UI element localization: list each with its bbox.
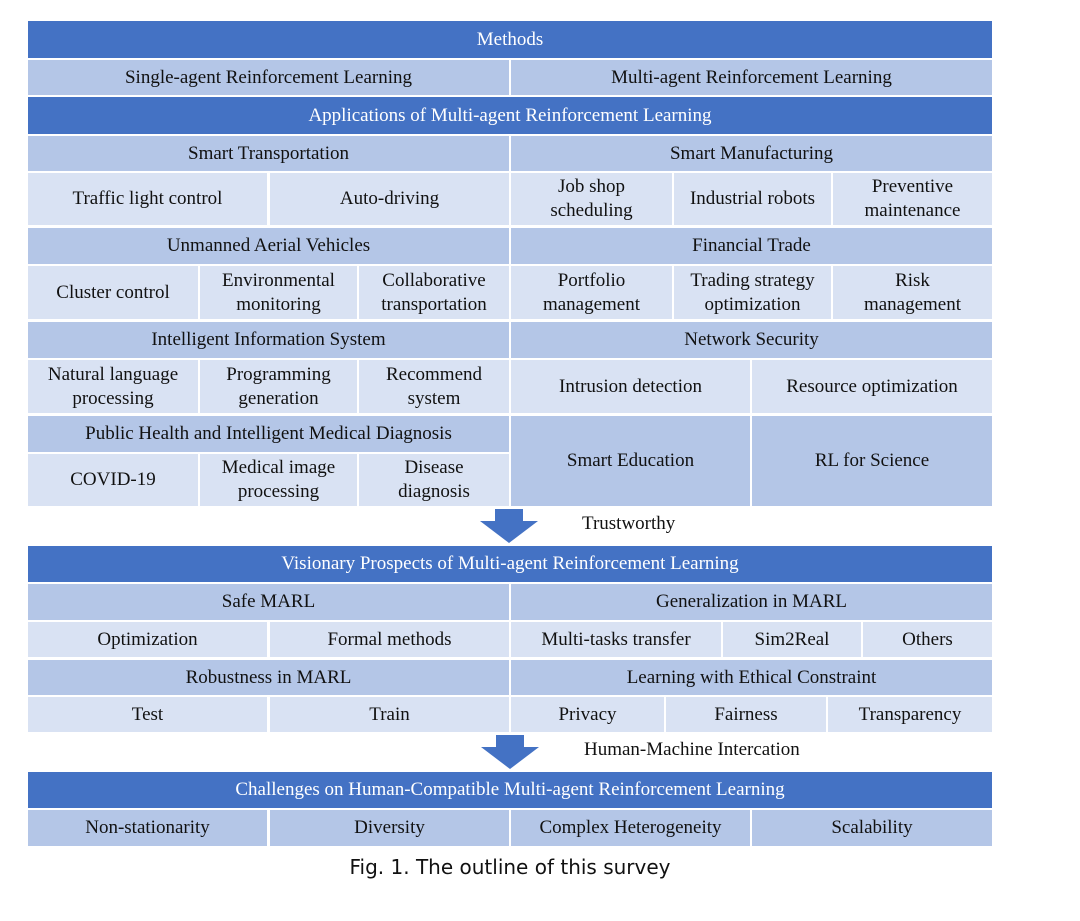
others: Others	[863, 622, 992, 657]
single-agent-rl: Single-agent Reinforcement Learning	[28, 60, 509, 95]
diversity: Diversity	[270, 810, 509, 846]
job-shop-scheduling: Job shop scheduling	[511, 173, 672, 225]
non-stationarity: Non-stationarity	[28, 810, 267, 846]
prospects-header: Visionary Prospects of Multi-agent Reinf…	[28, 546, 992, 582]
safe-marl-title: Safe MARL	[28, 584, 509, 620]
traffic-light-control: Traffic light control	[28, 173, 267, 225]
train: Train	[270, 697, 509, 732]
health-title: Public Health and Intelligent Medical Di…	[28, 416, 509, 452]
scalability: Scalability	[752, 810, 992, 846]
rl-for-science: RL for Science	[752, 416, 992, 506]
ethical-title: Learning with Ethical Constraint	[511, 660, 992, 695]
covid-19: COVID-19	[28, 454, 198, 506]
formal-methods: Formal methods	[270, 622, 509, 657]
medical-image-processing: Medical image processing	[200, 454, 357, 506]
preventive-maintenance: Preventive maintenance	[833, 173, 992, 225]
transparency: Transparency	[828, 697, 992, 732]
fairness: Fairness	[666, 697, 826, 732]
financial-trade-title: Financial Trade	[511, 228, 992, 264]
natural-language-processing: Natural language processing	[28, 360, 198, 413]
trading-strategy-optimization: Trading strategy optimization	[674, 266, 831, 319]
methods-header: Methods	[28, 21, 992, 58]
generalization-title: Generalization in MARL	[511, 584, 992, 620]
network-security-title: Network Security	[511, 322, 992, 358]
trustworthy-label: Trustworthy	[582, 513, 676, 534]
smart-manufacturing-title: Smart Manufacturing	[511, 136, 992, 171]
risk-management: Risk management	[833, 266, 992, 319]
collaborative-transportation: Collaborative transportation	[359, 266, 509, 319]
disease-diagnosis: Disease diagnosis	[359, 454, 509, 506]
multi-agent-rl: Multi-agent Reinforcement Learning	[511, 60, 992, 95]
smart-transportation-title: Smart Transportation	[28, 136, 509, 171]
iis-title: Intelligent Information System	[28, 322, 509, 358]
challenges-header: Challenges on Human-Compatible Multi-age…	[28, 772, 992, 808]
programming-generation: Programming generation	[200, 360, 357, 413]
applications-header: Applications of Multi-agent Reinforcemen…	[28, 97, 992, 134]
hmi-label: Human-Machine Intercation	[584, 739, 800, 760]
industrial-robots: Industrial robots	[674, 173, 831, 225]
test: Test	[28, 697, 267, 732]
environmental-monitoring: Environmental monitoring	[200, 266, 357, 319]
smart-education: Smart Education	[511, 416, 750, 506]
cluster-control: Cluster control	[28, 266, 198, 319]
sim2real: Sim2Real	[723, 622, 861, 657]
recommend-system: Recommend system	[359, 360, 509, 413]
optimization: Optimization	[28, 622, 267, 657]
privacy: Privacy	[511, 697, 664, 732]
auto-driving: Auto-driving	[270, 173, 509, 225]
robustness-title: Robustness in MARL	[28, 660, 509, 695]
resource-optimization: Resource optimization	[752, 360, 992, 413]
intrusion-detection: Intrusion detection	[511, 360, 750, 413]
portfolio-management: Portfolio management	[511, 266, 672, 319]
multi-tasks-transfer: Multi-tasks transfer	[511, 622, 721, 657]
uav-title: Unmanned Aerial Vehicles	[28, 228, 509, 264]
complex-heterogeneity: Complex Heterogeneity	[511, 810, 750, 846]
figure-caption: Fig. 1. The outline of this survey	[349, 855, 671, 879]
